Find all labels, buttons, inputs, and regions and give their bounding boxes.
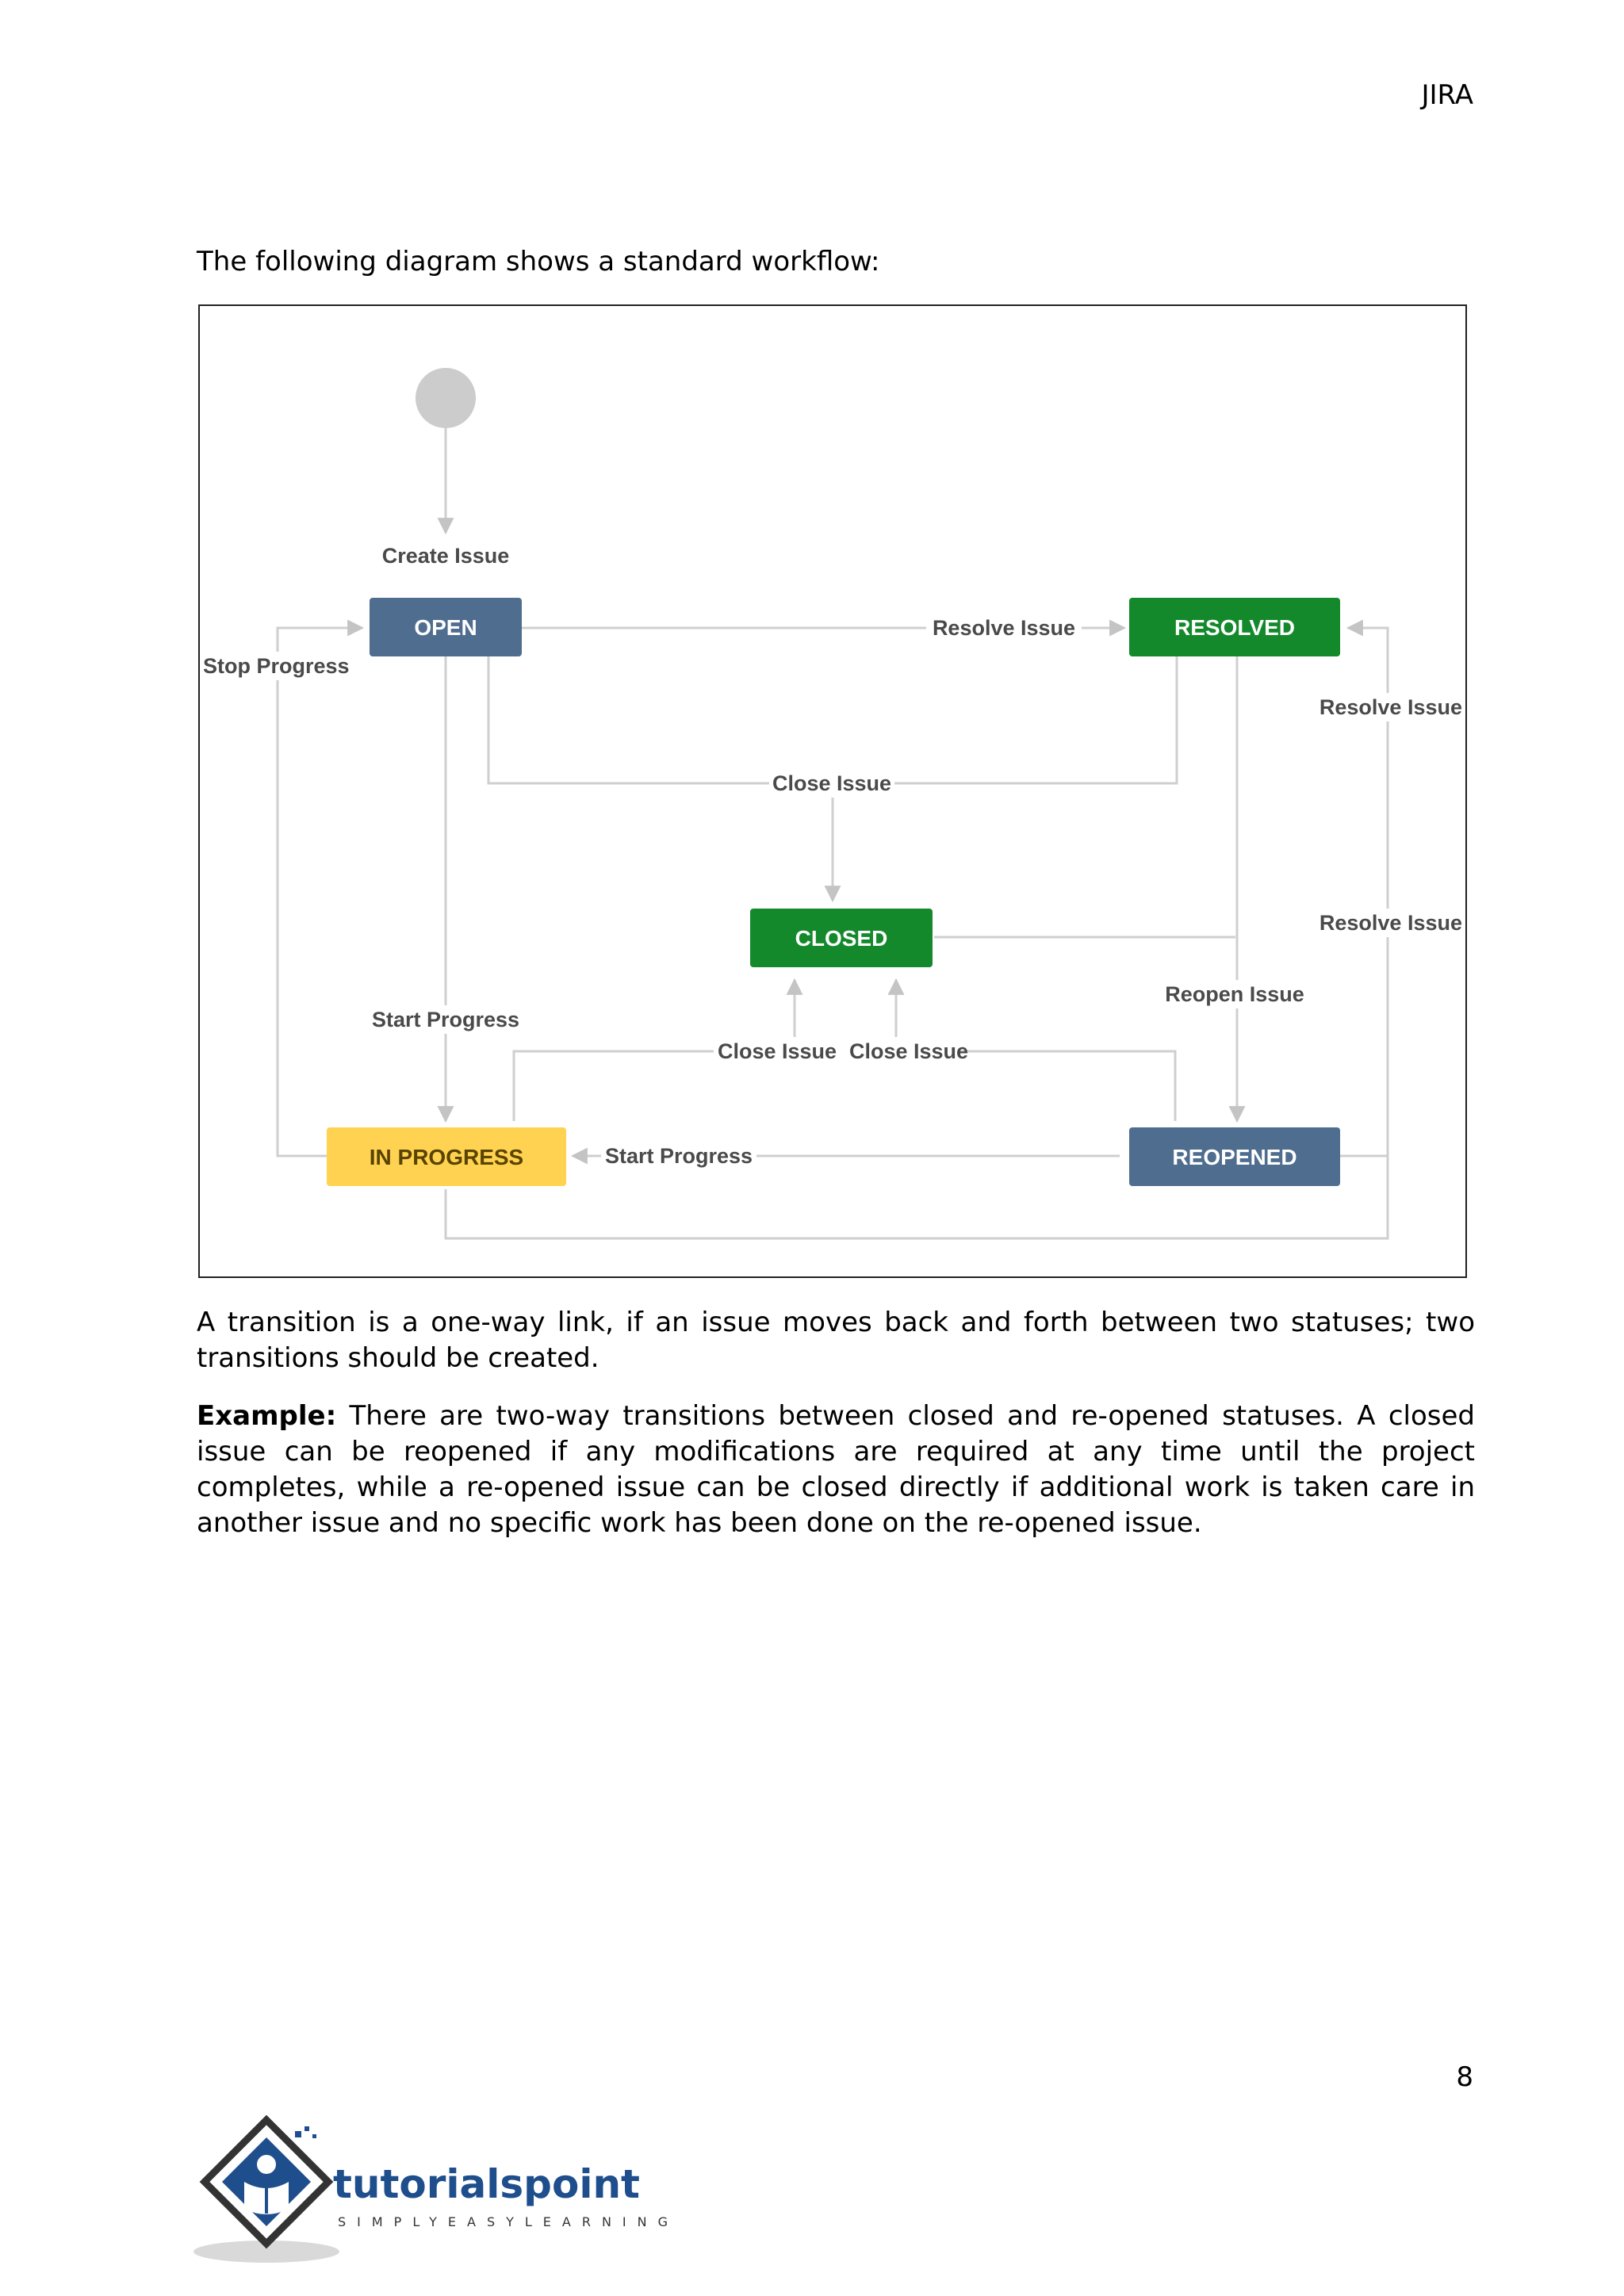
line-close-issue-right (887, 978, 1177, 1121)
header-title: JIRA (1421, 79, 1473, 111)
label-start-progress-bottom: Start Progress (605, 1144, 753, 1168)
label-stop-progress: Stop Progress (203, 654, 350, 678)
logo-name: tutorialspoint (333, 2161, 640, 2207)
page-number: 8 (1456, 2061, 1473, 2093)
label-resolve-issue-right-upper: Resolve Issue (1320, 695, 1462, 719)
status-resolved: RESOLVED (1129, 598, 1340, 656)
label-start-progress-left: Start Progress (372, 1008, 519, 1031)
status-open: OPEN (370, 598, 522, 656)
line-stop-progress (276, 619, 365, 1158)
logo-svg: tutorialspoint SIMPLYEASYLEARNING (193, 2114, 669, 2263)
status-reopened-label: REOPENED (1172, 1145, 1297, 1169)
line-close-issue-top (487, 655, 1178, 785)
line-bottom-loop (444, 1156, 1389, 1240)
status-reopened: REOPENED (1129, 1127, 1340, 1186)
tutorialspoint-logo: tutorialspoint SIMPLYEASYLEARNING (193, 2114, 669, 2269)
status-resolved-label: RESOLVED (1174, 615, 1295, 640)
status-closed-label: CLOSED (795, 926, 888, 951)
workflow-diagram: OPEN RESOLVED CLOSED IN PROGRESS REOPENE… (198, 304, 1467, 1278)
line-resolve-issue-right (1340, 619, 1389, 1158)
line-close-issue-left (512, 978, 803, 1121)
start-node (416, 368, 476, 428)
label-create-issue: Create Issue (382, 544, 510, 568)
label-reopen-issue: Reopen Issue (1165, 982, 1304, 1006)
workflow-diagram-svg: OPEN RESOLVED CLOSED IN PROGRESS REOPENE… (201, 368, 1464, 1240)
label-close-issue-right: Close Issue (849, 1039, 968, 1063)
paragraph-example: Example: There are two-way transitions b… (197, 1399, 1475, 1541)
example-label: Example: (197, 1400, 337, 1432)
label-resolve-issue-top: Resolve Issue (933, 616, 1075, 640)
label-resolve-issue-right-lower: Resolve Issue (1320, 911, 1462, 935)
example-text: There are two-way transitions between cl… (197, 1400, 1475, 1539)
paragraph-transition: A transition is a one-way link, if an is… (197, 1307, 1475, 1374)
transition-lines (276, 395, 1389, 1240)
intro-text: The following diagram shows a standard w… (197, 246, 880, 277)
status-in-progress: IN PROGRESS (327, 1127, 566, 1186)
status-closed: CLOSED (750, 909, 933, 967)
status-in-progress-label: IN PROGRESS (370, 1145, 523, 1169)
logo-tagline: SIMPLYEASYLEARNING (338, 2214, 669, 2229)
status-open-label: OPEN (414, 615, 477, 640)
label-close-issue-top: Close Issue (772, 771, 891, 795)
label-close-issue-left: Close Issue (718, 1039, 837, 1063)
